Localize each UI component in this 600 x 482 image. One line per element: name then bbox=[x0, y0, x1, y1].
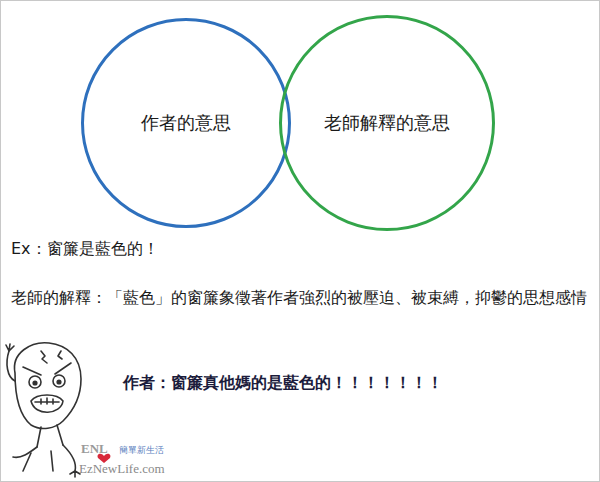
circle-stroke bbox=[281, 17, 494, 230]
circle-label: 老師解釋的意思 bbox=[324, 112, 450, 134]
author-meaning-circle: 作者的意思 bbox=[81, 18, 291, 228]
teacher-explanation-text: 老師的解釋：「藍色」的窗簾象徵著作者強烈的被壓迫、被束縛，抑鬱的思想感情 bbox=[11, 287, 596, 308]
circle-label: 作者的意思 bbox=[141, 112, 231, 134]
example-text: Ex：窗簾是藍色的！ bbox=[11, 239, 591, 260]
teacher-meaning-circle: 老師解釋的意思 bbox=[279, 15, 495, 231]
watermark-url: EzNewLife.com bbox=[79, 461, 199, 478]
author-reply-text: 作者：窗簾真他媽的是藍色的！！！！！！！ bbox=[123, 373, 593, 394]
watermark-logo: ENL bbox=[81, 441, 121, 458]
watermark-chinese: 簡單新生活 bbox=[119, 445, 199, 457]
circle-stroke bbox=[83, 20, 290, 227]
